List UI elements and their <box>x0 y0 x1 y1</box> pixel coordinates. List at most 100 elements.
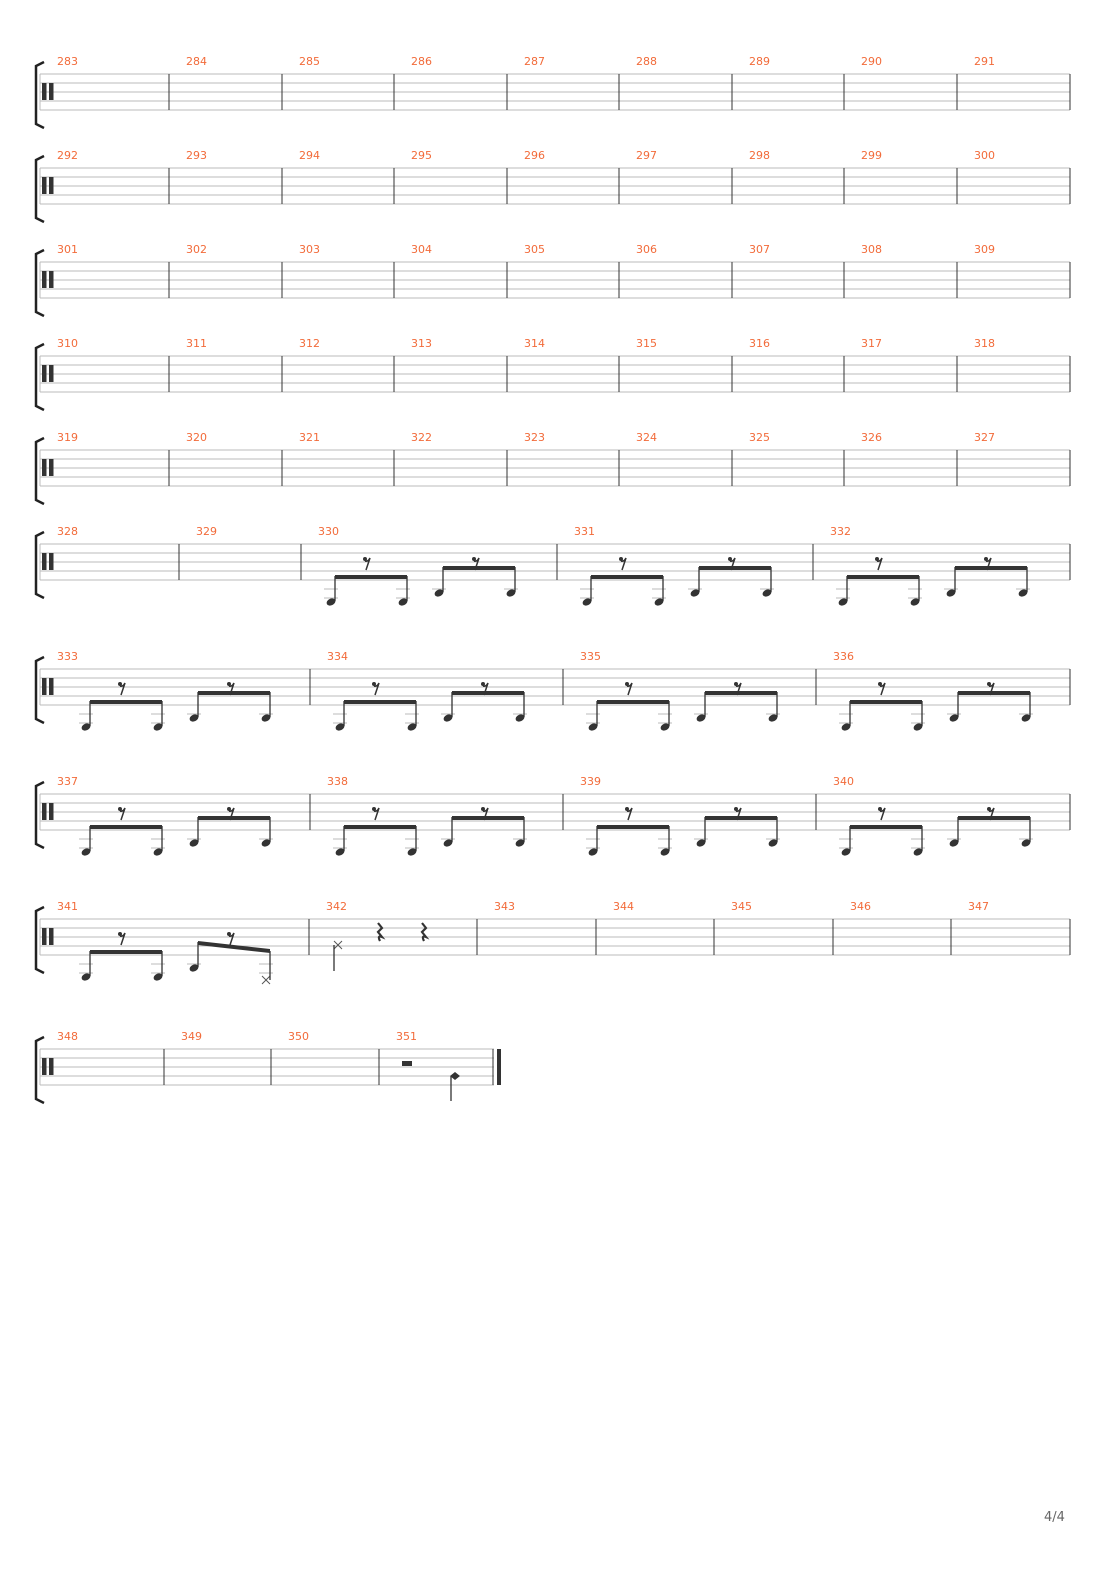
percussion-clef <box>42 553 47 570</box>
eighth-rest <box>878 682 886 696</box>
measure-number: 310 <box>57 337 78 350</box>
rest-dot <box>372 682 376 686</box>
beam <box>850 700 922 704</box>
eighth-rest <box>619 557 627 571</box>
note-head <box>949 839 959 847</box>
rest-stroke <box>364 557 371 571</box>
note-head <box>654 598 664 606</box>
note-head <box>81 848 91 856</box>
beam <box>452 816 524 820</box>
beam <box>335 575 407 579</box>
percussion-clef <box>49 83 54 100</box>
quarter-rest <box>376 922 386 942</box>
measure-number: 331 <box>574 525 595 538</box>
measure-number: 300 <box>974 149 995 162</box>
measure-number: 307 <box>749 243 770 256</box>
diamond-notehead <box>450 1072 460 1080</box>
rest-stroke <box>879 807 886 821</box>
eighth-rest <box>734 682 742 696</box>
rest-dot <box>619 557 623 561</box>
measure: 318 <box>974 337 995 350</box>
rest-stroke <box>729 557 736 571</box>
measure-number: 323 <box>524 431 545 444</box>
measure-number: 328 <box>57 525 78 538</box>
measure: 324 <box>636 431 657 444</box>
measure: 293 <box>186 149 207 162</box>
x-notehead <box>261 975 271 985</box>
measure: 337 <box>57 775 273 856</box>
beamed-eighth-pair <box>688 566 774 597</box>
measure-number: 302 <box>186 243 207 256</box>
measure-number: 349 <box>181 1030 202 1043</box>
system-bracket <box>34 154 45 224</box>
note-head <box>660 848 670 856</box>
eighth-rest <box>875 557 883 571</box>
measure: 308 <box>861 243 882 256</box>
note-head <box>326 598 336 606</box>
rest-dot <box>472 557 476 561</box>
eighth-rest <box>227 807 235 821</box>
note-head <box>1021 714 1031 722</box>
rest-dot <box>878 807 882 811</box>
percussion-clef <box>49 365 54 382</box>
beam <box>958 816 1030 820</box>
eighth-rest <box>472 557 480 571</box>
measure-number: 350 <box>288 1030 309 1043</box>
measure-number: 333 <box>57 650 78 663</box>
rest-dot <box>734 807 738 811</box>
quarter-rest <box>420 922 430 942</box>
measure: 339 <box>580 775 780 856</box>
percussion-clef <box>49 678 54 695</box>
beam <box>198 941 270 953</box>
note-head <box>153 973 163 981</box>
measure: 296 <box>524 149 545 162</box>
system-bracket <box>34 1035 45 1105</box>
measure-number: 346 <box>850 900 871 913</box>
measure-number: 322 <box>411 431 432 444</box>
percussion-clef <box>42 1058 47 1075</box>
measure-number: 317 <box>861 337 882 350</box>
measure: 295 <box>411 149 432 162</box>
rest-dot <box>984 557 988 561</box>
note-head <box>407 723 417 731</box>
measure: 305 <box>524 243 545 256</box>
beamed-eighth-pair <box>333 825 419 856</box>
rest-stroke <box>620 557 627 571</box>
note-head <box>838 598 848 606</box>
note-head <box>261 839 271 847</box>
rest-stroke <box>626 807 633 821</box>
measure-number: 305 <box>524 243 545 256</box>
eighth-rest <box>625 682 633 696</box>
eighth-rest <box>987 807 995 821</box>
beamed-eighth-pair <box>586 825 672 856</box>
measure: 317 <box>861 337 882 350</box>
beam <box>443 566 515 570</box>
eighth-rest <box>734 807 742 821</box>
measure-number: 288 <box>636 55 657 68</box>
measure-number: 321 <box>299 431 320 444</box>
note-head <box>443 714 453 722</box>
half-rest <box>402 1061 412 1066</box>
rest-stroke <box>735 807 742 821</box>
beamed-eighth-pair <box>187 691 273 722</box>
measure: 311 <box>186 337 207 350</box>
note-head <box>515 839 525 847</box>
measure: 319 <box>57 431 78 444</box>
system-bracket <box>34 530 45 600</box>
beamed-eighth-pair <box>836 575 922 606</box>
measure-number: 316 <box>749 337 770 350</box>
measure: 336 <box>833 650 1033 731</box>
percussion-clef <box>42 83 47 100</box>
measure-number: 327 <box>974 431 995 444</box>
beamed-eighth-pair <box>79 825 165 856</box>
eighth-rest <box>625 807 633 821</box>
beam <box>699 566 771 570</box>
rest-dot <box>625 682 629 686</box>
note-head <box>398 598 408 606</box>
measure-number: 290 <box>861 55 882 68</box>
beam <box>344 825 416 829</box>
